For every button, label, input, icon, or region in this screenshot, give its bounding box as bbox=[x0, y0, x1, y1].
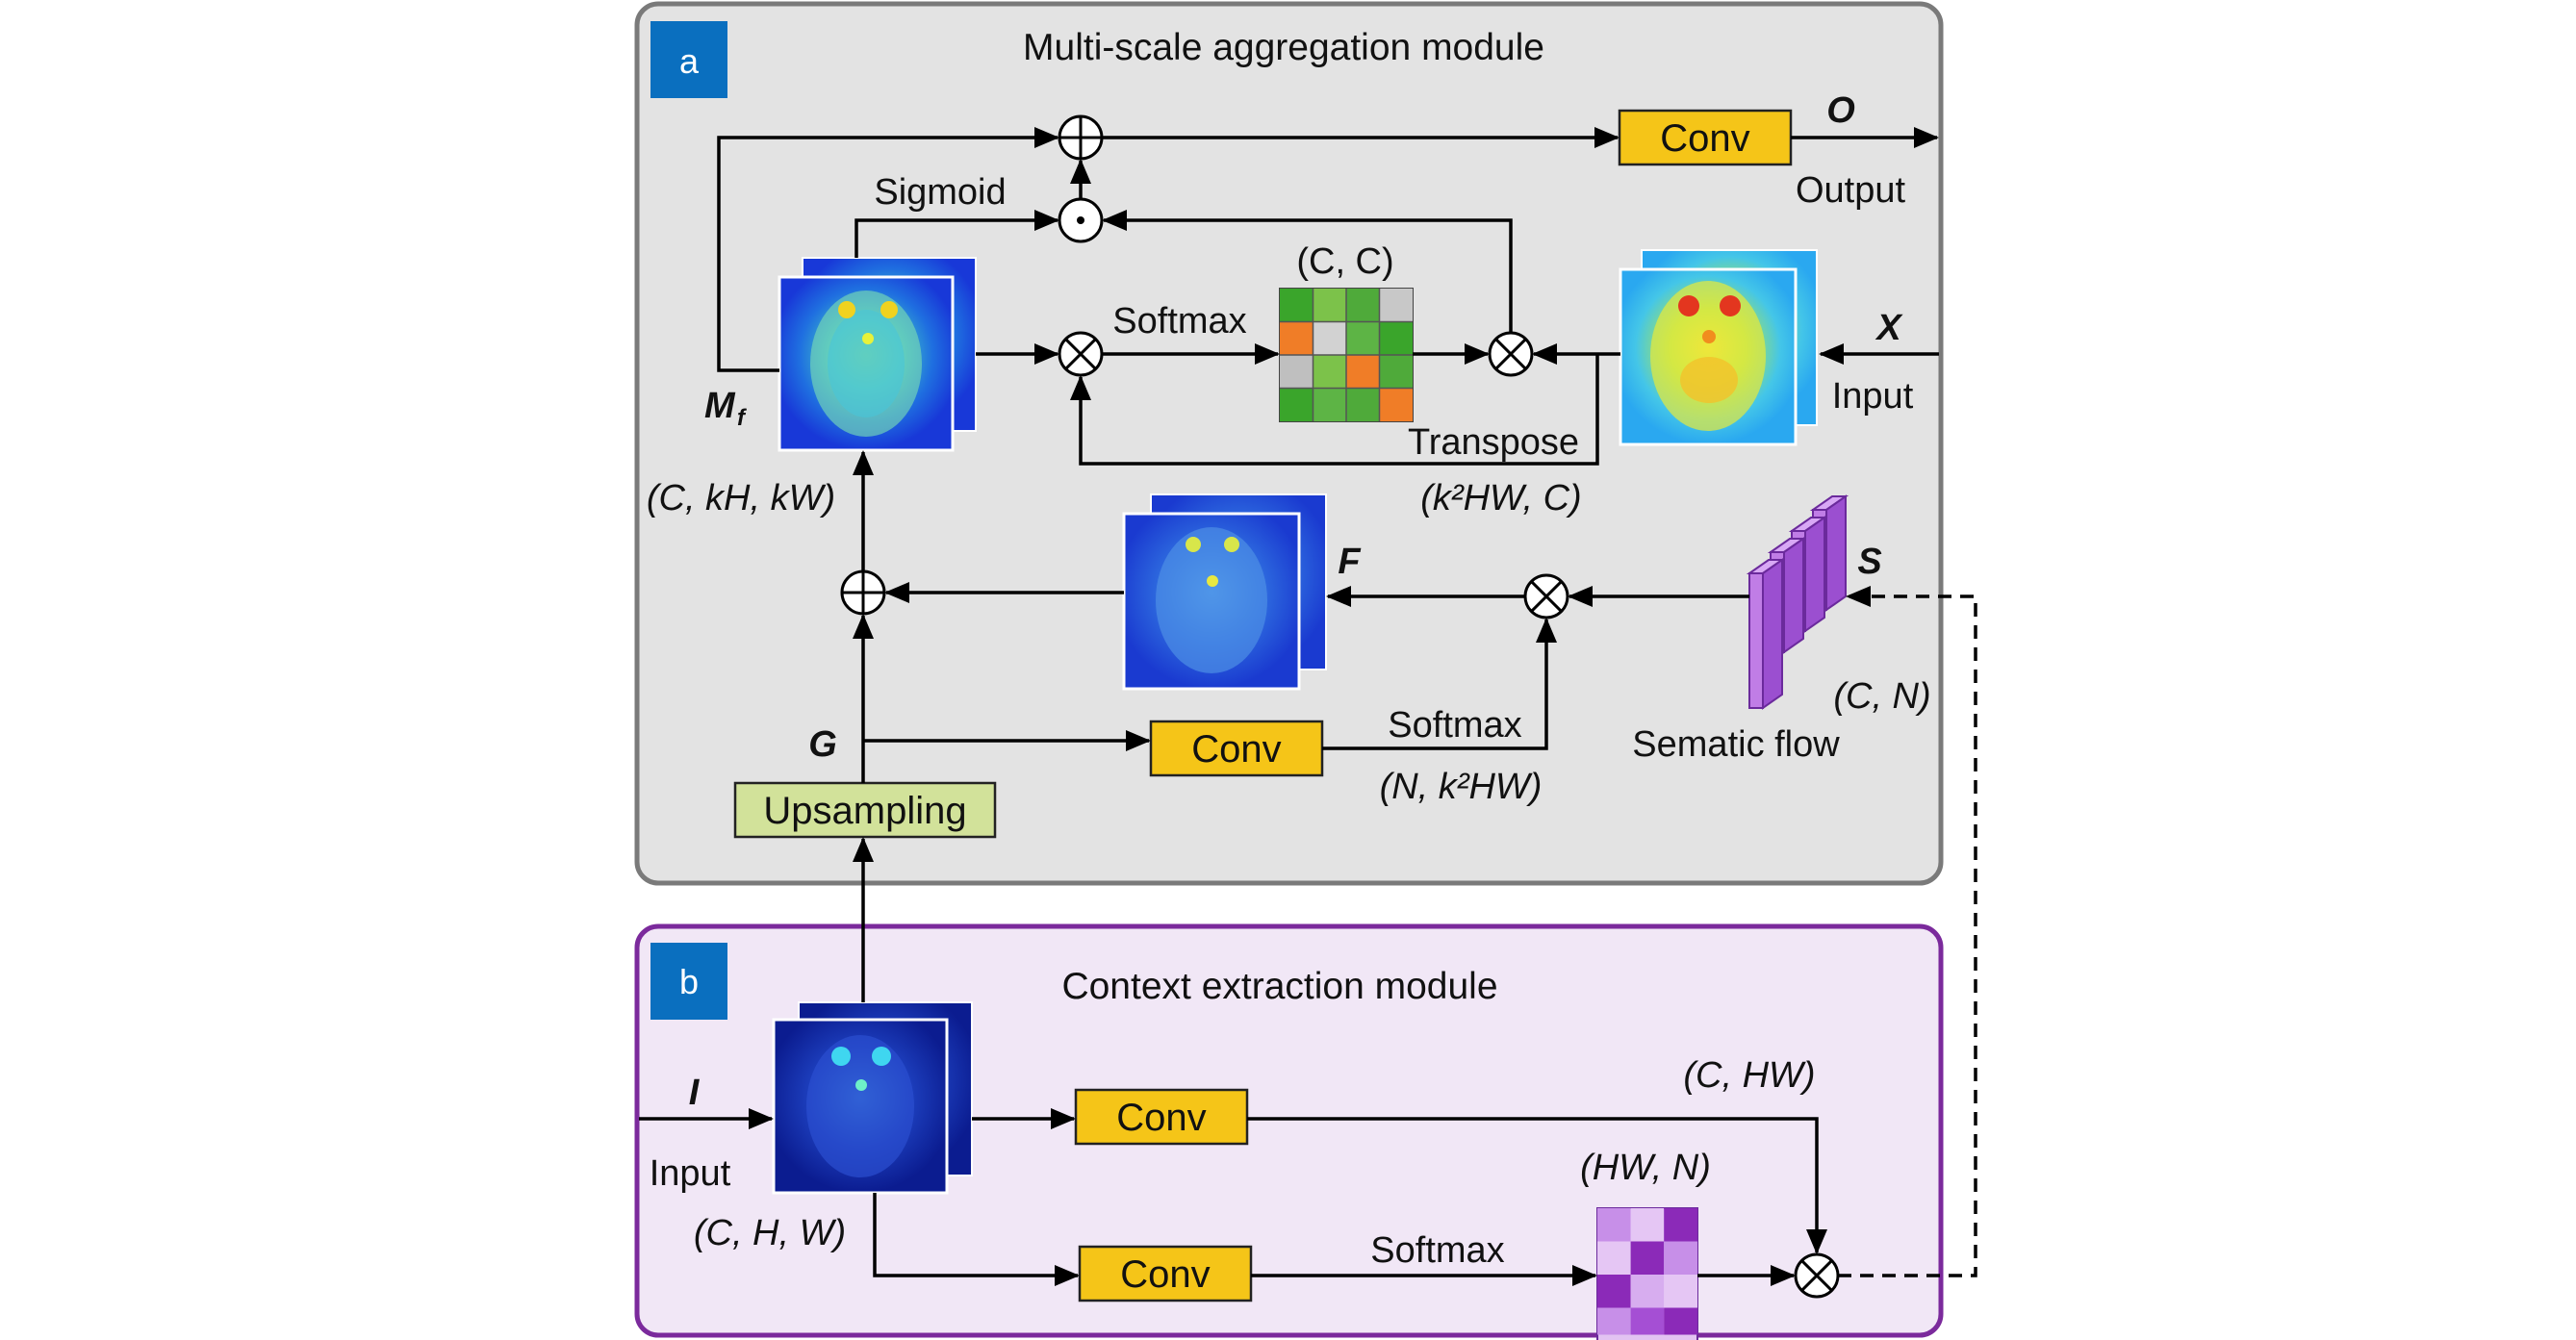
i-symbol: I bbox=[689, 1073, 701, 1113]
x-feature-map bbox=[1619, 249, 1818, 446]
upsampling-box bbox=[733, 781, 997, 839]
hw-n-label: (HW, N) bbox=[1580, 1148, 1711, 1188]
conv-top-box bbox=[1074, 1088, 1249, 1146]
cc-attention-matrix bbox=[1279, 288, 1414, 422]
cn-label: (C, N) bbox=[1833, 676, 1930, 717]
cc-label: (C, C) bbox=[1296, 241, 1393, 282]
x-symbol: X bbox=[1875, 308, 1903, 348]
conv-bottom-box bbox=[1078, 1245, 1253, 1302]
panel-a-connections bbox=[717, 127, 1939, 783]
softmax-b-label: Softmax bbox=[1370, 1230, 1504, 1271]
add-operator-mid bbox=[840, 569, 886, 616]
s-symbol: S bbox=[1857, 542, 1881, 582]
conv-mid-box bbox=[1149, 720, 1324, 777]
panel-b-letter-badge bbox=[650, 943, 727, 1020]
panel-a-title: Multi-scale aggregation module bbox=[1023, 27, 1544, 68]
mul-operator-f bbox=[1523, 573, 1569, 619]
mf-feature-map bbox=[778, 257, 977, 452]
panel-b-title: Context extraction module bbox=[1061, 966, 1497, 1007]
conv-output-label: Conv bbox=[1660, 117, 1749, 160]
dot-operator bbox=[1058, 197, 1104, 243]
f-feature-map bbox=[1122, 493, 1327, 691]
b-input-label: Input bbox=[650, 1153, 731, 1194]
add-operator-top bbox=[1058, 114, 1104, 161]
i-feature-map bbox=[772, 1001, 973, 1195]
panel-a-background bbox=[634, 1, 1944, 886]
conv-top-label: Conv bbox=[1116, 1097, 1206, 1139]
panel-a-letter-badge bbox=[650, 21, 727, 98]
panel-b-connections bbox=[639, 586, 1977, 1286]
conv-output-box bbox=[1618, 109, 1793, 166]
o-symbol: O bbox=[1826, 90, 1855, 131]
sigmoid-label: Sigmoid bbox=[874, 172, 1006, 213]
mf-symbol: M bbox=[704, 386, 736, 426]
chw-label: (C, H, W) bbox=[694, 1213, 846, 1253]
x-input-label: Input bbox=[1832, 376, 1914, 417]
softmax-mid-label: Softmax bbox=[1388, 705, 1521, 746]
output-label: Output bbox=[1796, 170, 1906, 211]
softmax-top-label: Softmax bbox=[1112, 301, 1246, 341]
conv-bottom-label: Conv bbox=[1120, 1253, 1210, 1296]
mf-subscript: f bbox=[737, 405, 747, 431]
mul-operator-b bbox=[1794, 1252, 1840, 1299]
panel-b-letter: b bbox=[679, 962, 699, 1001]
semantic-flow-bars bbox=[1746, 494, 1849, 710]
f-symbol: F bbox=[1338, 542, 1362, 582]
conv-mid-label: Conv bbox=[1191, 728, 1281, 771]
transpose-label: Transpose bbox=[1408, 422, 1579, 463]
g-symbol: G bbox=[808, 724, 837, 765]
c-hw-label: (C, HW) bbox=[1683, 1055, 1815, 1096]
upsampling-label: Upsampling bbox=[763, 790, 966, 832]
ckhkw-label: (C, kH, kW) bbox=[647, 478, 835, 518]
panel-a-letter: a bbox=[679, 41, 700, 81]
semantic-flow-label: Sematic flow bbox=[1632, 724, 1840, 765]
k2hwc-label: (k²HW, C) bbox=[1420, 478, 1581, 518]
hwn-matrix bbox=[1596, 1207, 1698, 1340]
mul-operator-left bbox=[1058, 331, 1104, 377]
nk2hw-label: (N, k²HW) bbox=[1380, 767, 1543, 807]
mul-operator-right bbox=[1488, 331, 1534, 377]
